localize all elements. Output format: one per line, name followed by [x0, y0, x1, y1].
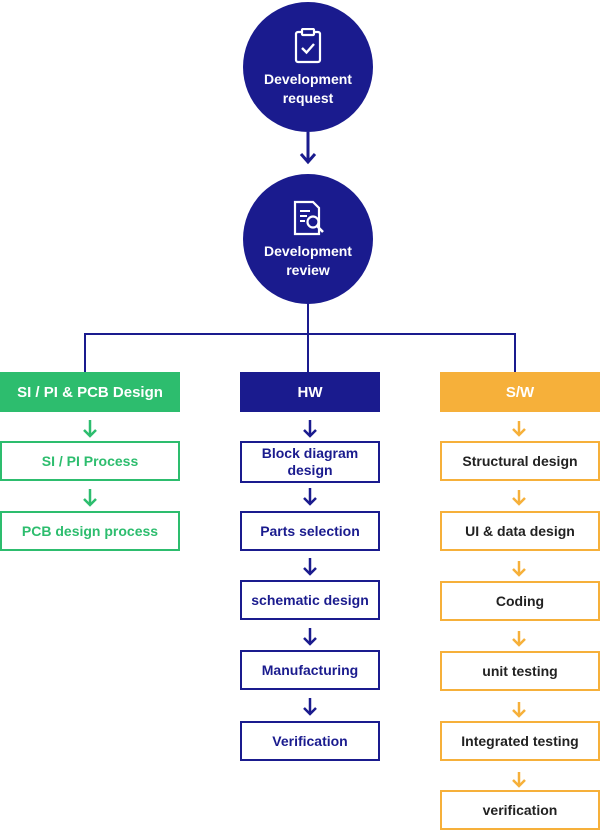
sw-header: S/W [440, 372, 600, 412]
hw-step-block-diagram-label: Block diagram design [261, 445, 359, 478]
sw-step-coding: Coding [440, 581, 600, 621]
hw-header: HW [240, 372, 380, 412]
orange-arrows [512, 421, 526, 788]
hw-step-parts-selection: Parts selection [240, 511, 380, 551]
hw-step-schematic-design: schematic design [240, 580, 380, 620]
sw-step-structural-design: Structural design [440, 441, 600, 481]
development-request-node: Development request [243, 2, 373, 132]
development-review-label: Development review [264, 243, 352, 278]
document-search-icon [293, 200, 324, 236]
development-review-node: Development review [243, 174, 373, 304]
blue-arrows [303, 420, 317, 716]
hw-step-verification: Verification [240, 721, 380, 761]
development-request-label: Development request [264, 71, 352, 106]
sipi-step-pcb-design-process: PCB design process [0, 511, 180, 551]
hw-step-block-diagram-design: Block diagram design [240, 441, 380, 483]
sw-step-unit-testing: unit testing [440, 651, 600, 691]
sw-step-verification: verification [440, 790, 600, 830]
hw-step-manufacturing: Manufacturing [240, 650, 380, 690]
sw-step-integrated-testing: Integrated testing [440, 721, 600, 761]
arrow-request-review [299, 153, 317, 165]
sipi-pcb-header: SI / PI & PCB Design [0, 372, 180, 412]
sw-step-ui-data-design: UI & data design [440, 511, 600, 551]
sipi-step-si-pi-process: SI / PI Process [0, 441, 180, 481]
green-arrows [83, 420, 97, 507]
clipboard-check-icon [294, 28, 322, 64]
connector-branch [84, 333, 516, 372]
